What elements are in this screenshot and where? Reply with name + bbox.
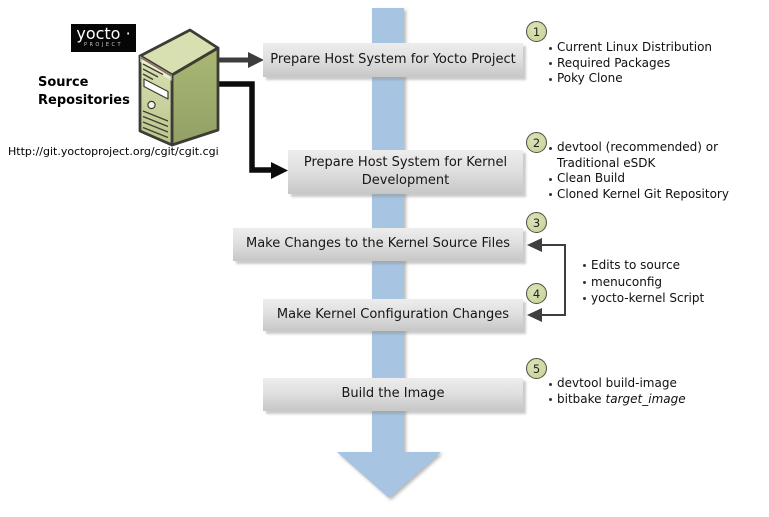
step-number-3: 3 [526,212,547,233]
notes-step-2: devtool (recommended) or Traditional eSD… [548,140,748,202]
connector-to-step1 [217,52,264,68]
note-item: devtool (recommended) or Traditional eSD… [548,140,735,171]
note-item: Current Linux Distribution [548,40,733,56]
step-box-5: Build the Image [263,378,523,411]
step-number-1: 1 [526,21,547,42]
step-box-4: Make Kernel Configuration Changes [263,299,523,331]
yocto-logo-text: yocto · [76,24,131,43]
yocto-logo-subtext: PROJECT [83,42,124,48]
source-repositories-label: Source Repositories [38,75,130,108]
note-item: devtool build-image [548,376,733,392]
yocto-logo: yocto · PROJECT [71,24,136,52]
note-item: yocto-kernel Script [582,290,742,307]
note-item: Required Packages [548,56,733,72]
note-item: Edits to source [582,257,742,274]
bracket-steps-3-4 [527,238,566,322]
note-item: Poky Clone [548,71,733,87]
step-box-2: Prepare Host System for Kernel Developme… [288,150,523,194]
step-number-2: 2 [526,132,547,153]
note-item: menuconfig [582,274,742,291]
notes-step-1: Current Linux Distribution Required Pack… [548,40,733,87]
step-box-3: Make Changes to the Kernel Source Files [233,228,523,261]
repository-url: Http://git.yoctoproject.org/cgit/cgit.cg… [8,145,219,158]
step-number-5: 5 [526,358,547,379]
note-item: Cloned Kernel Git Repository [548,187,748,203]
note-item: Clean Build [548,171,748,187]
step-number-4: 4 [526,283,547,304]
notes-steps-3-4: Edits to source menuconfig yocto-kernel … [582,257,742,307]
server-icon [138,28,220,147]
connector-to-step2 [217,81,288,179]
step-box-1: Prepare Host System for Yocto Project [263,43,523,77]
